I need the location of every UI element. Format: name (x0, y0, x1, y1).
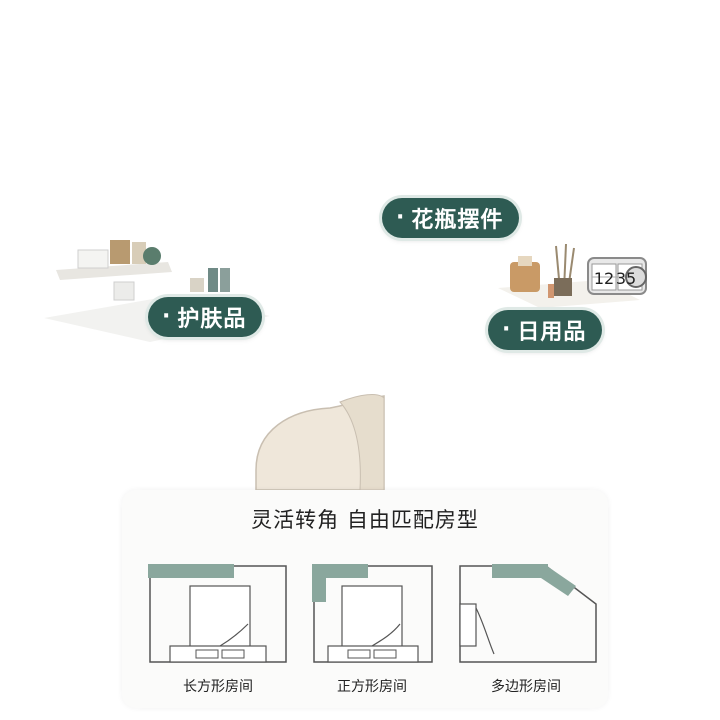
tag-daily-label: 日用品 (517, 320, 587, 345)
bullet-icon: · (396, 205, 406, 230)
square-room-plan (312, 564, 433, 663)
flip-clock: 12 35 (587, 257, 647, 295)
tag-skincare: · 护肤品 (148, 297, 263, 337)
clock-hours: 12 (594, 269, 614, 288)
rectangle-room-plan (148, 564, 287, 663)
polygon-room-label: 多边形房间 (491, 679, 561, 695)
polygon-room-plan (459, 564, 597, 663)
chair (255, 394, 385, 491)
bullet-icon: · (502, 317, 512, 342)
tag-daily-items: · 日用品 (488, 310, 603, 350)
clock-minutes: 35 (616, 269, 636, 288)
square-room-label: 正方形房间 (337, 679, 407, 695)
tag-skincare-label: 护肤品 (177, 307, 247, 332)
right-shelf: 12 35 (498, 243, 647, 308)
bullet-icon: · (162, 304, 172, 329)
room-fit-panel: 灵活转角 自由匹配房型 长方形房间 正方形房间 多边形房间 (122, 490, 608, 708)
panel-title: 灵活转角 自由匹配房型 (251, 508, 479, 532)
tag-vase-ornaments: · 花瓶摆件 (382, 198, 520, 238)
tag-vase-label: 花瓶摆件 (411, 208, 504, 233)
rectangle-room-label: 长方形房间 (183, 679, 253, 695)
